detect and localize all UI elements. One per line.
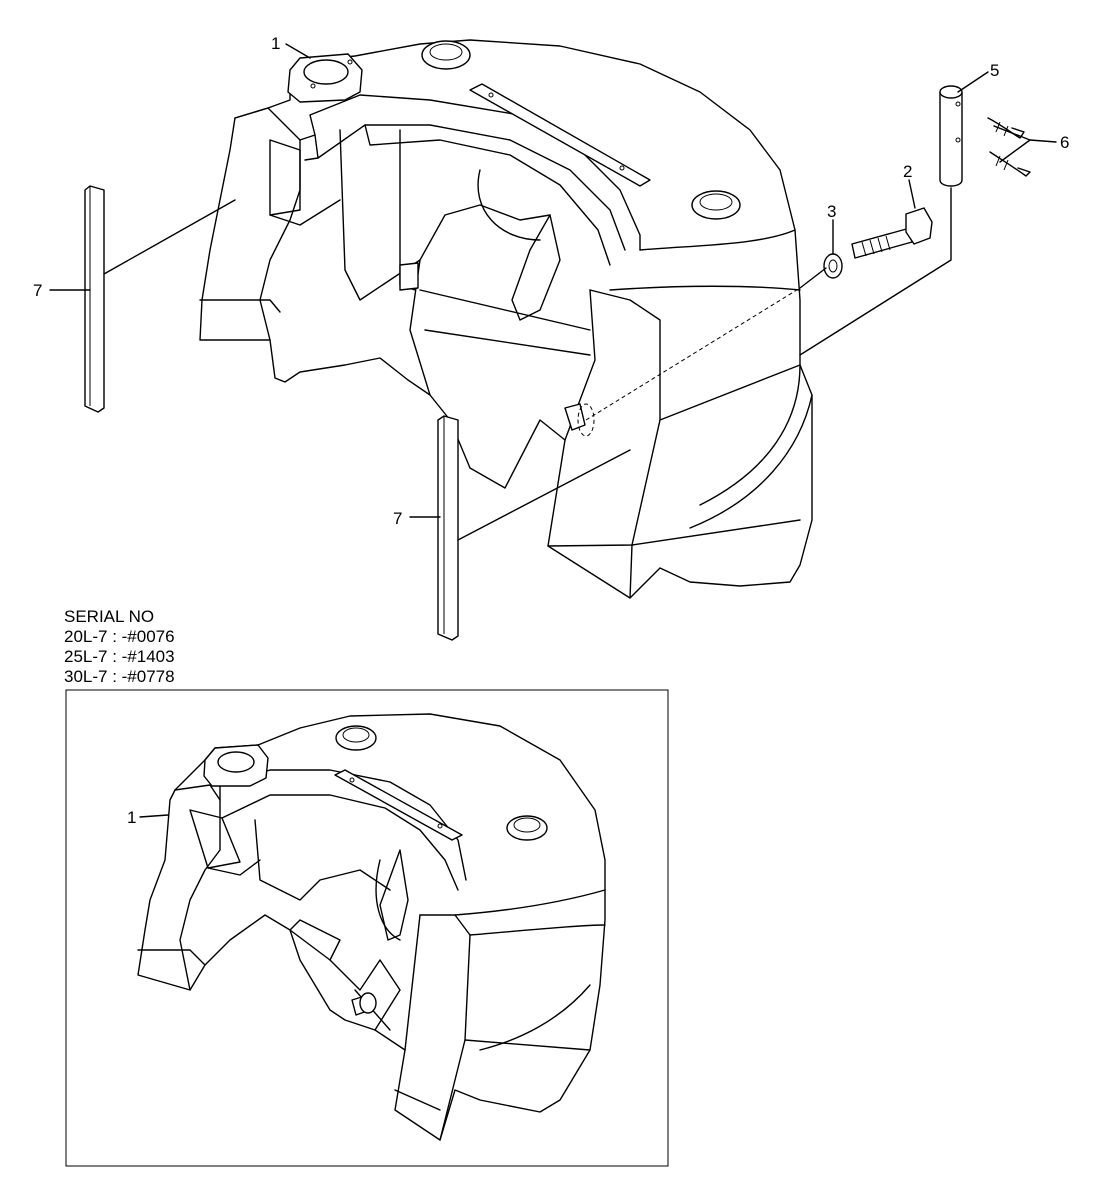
- serial-number-block: SERIAL NO 20L-7 : -#0076 25L-7 : -#1403 …: [64, 607, 175, 686]
- callout-2: 2: [903, 162, 912, 181]
- callout-7-middle: 7: [393, 509, 402, 528]
- callout-1-top: 1: [271, 34, 280, 53]
- callout-1-inset: 1: [127, 808, 136, 827]
- inset-frame: [65, 689, 669, 1167]
- serial-heading: SERIAL NO: [64, 607, 154, 626]
- serial-line-25l7: 25L-7 : -#1403: [64, 647, 175, 666]
- rubber-strip-left: [84, 185, 105, 413]
- leader-lines: [49, 43, 1057, 818]
- serial-line-30l7: 30L-7 : -#0778: [64, 667, 175, 686]
- bolt-part: [851, 207, 933, 259]
- pin-part: [939, 85, 963, 187]
- callout-3: 3: [827, 202, 836, 221]
- counterweight-main: [199, 39, 813, 599]
- callout-5: 5: [990, 61, 999, 80]
- counterweight-inset: [137, 713, 606, 1141]
- callout-6: 6: [1060, 133, 1069, 152]
- callout-labels: 1 2 3 5 6 7 7 1: [33, 34, 1069, 827]
- washer-part: [823, 253, 843, 279]
- rubber-strip-middle: [437, 415, 459, 641]
- serial-line-20l7: 20L-7 : -#0076: [64, 627, 175, 646]
- callout-7-left: 7: [33, 281, 42, 300]
